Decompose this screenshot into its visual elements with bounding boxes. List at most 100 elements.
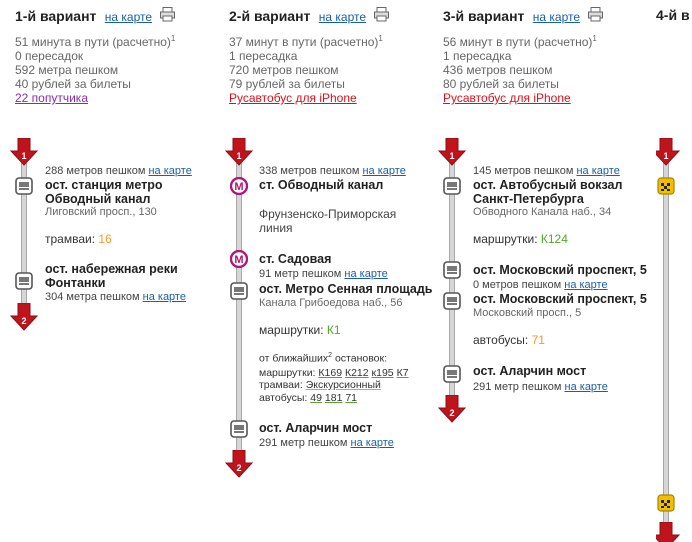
footnote-mark: 1 <box>592 34 597 43</box>
nearby-stops-title: от ближайших2 остановок: <box>259 349 387 366</box>
stop-name: ост. Метро Сенная площадь <box>259 282 433 296</box>
walk-text: 291 метр пешком <box>259 437 348 449</box>
stop-name: ост. Автобусный вокзал <box>473 178 623 192</box>
route-link[interactable]: К169 <box>318 367 343 379</box>
ticket-price: 40 рублей за билеты <box>15 77 131 91</box>
footnote-mark: 1 <box>170 34 176 43</box>
stop-address: Обводного Канала наб., 34 <box>473 206 612 218</box>
footnote-mark: 1 <box>378 34 383 43</box>
stop-address: Московский просп., 5 <box>473 307 582 319</box>
walk-segment: 145 метров пешком на карте <box>473 164 620 178</box>
walk-segment: 91 метр пешком на карте <box>259 267 388 281</box>
nearby-label: маршрутки: <box>259 367 316 379</box>
map-link[interactable]: на карте <box>564 381 608 393</box>
metro-station-name: ст. Садовая <box>259 252 332 266</box>
travel-time: 56 минут в пути (расчетно) <box>443 35 593 49</box>
walk-segment: 0 метров пешком на карте <box>473 278 608 292</box>
map-link[interactable]: на карте <box>532 10 581 24</box>
nearby-text: от ближайших <box>259 352 329 365</box>
variant-title: 1-й вариант <box>15 8 97 24</box>
nearby-text: остановок: <box>332 352 388 365</box>
nearby-tram-row: трамваи: Экскурсионный <box>259 378 381 392</box>
map-link[interactable]: на карте <box>318 10 367 24</box>
stop-name: ост. Аларчин мост <box>473 364 587 378</box>
walk-segment: 338 метров пешком на карте <box>259 164 406 178</box>
route-number[interactable]: 71 <box>531 333 545 347</box>
map-link[interactable]: на карте <box>148 165 192 177</box>
walk-segment: 288 метров пешком на карте <box>45 164 192 178</box>
printer-icon[interactable] <box>374 7 390 22</box>
map-link[interactable]: на карте <box>362 165 406 177</box>
transfers: 1 пересадка <box>443 49 512 63</box>
ticket-price: 80 рублей за билеты <box>443 77 559 91</box>
end-arrow-icon: 2 <box>225 450 253 478</box>
transport-label: маршрутки: <box>473 232 538 246</box>
stop-name: ост. Московский проспект, 5 <box>473 263 647 277</box>
map-link[interactable]: на карте <box>576 165 620 177</box>
transport-info: автобусы: 71 <box>473 333 545 347</box>
walk-distance: 720 метров пешком <box>229 63 339 77</box>
bus-stop-icon <box>443 365 461 383</box>
bus-stop-icon <box>230 282 248 300</box>
metro-line-name: Фрунзенско-Приморская <box>259 207 397 221</box>
metro-icon <box>230 177 248 195</box>
transport-info: трамваи: 16 <box>45 232 112 246</box>
stop-name: ост. Аларчин мост <box>259 421 373 435</box>
map-link[interactable]: на карте <box>344 268 388 280</box>
route-number[interactable]: К124 <box>540 232 568 246</box>
bus-stop-icon <box>15 272 33 290</box>
walk-text: 304 метра пешком <box>45 291 140 303</box>
taxi-icon <box>657 177 675 195</box>
route-link[interactable]: 49 <box>310 392 322 404</box>
printer-icon[interactable] <box>588 7 604 22</box>
stop-name: Обводный канал <box>45 192 151 206</box>
walk-distance: 436 метров пешком <box>443 63 553 77</box>
start-arrow-icon: 1 <box>225 138 253 166</box>
variant-1-column: 1-й вариант на карте 51 минута в пути (р… <box>10 0 215 542</box>
footnote-mark: 2 <box>328 352 333 359</box>
travel-time: 37 минут в пути (расчетно) <box>229 35 379 49</box>
walk-text: 0 метров пешком <box>473 279 562 291</box>
variant-4-header: 4-й в <box>656 7 690 23</box>
route-link[interactable]: к195 <box>371 367 394 379</box>
transport-label: автобусы: <box>473 333 529 347</box>
map-link[interactable]: на карте <box>104 10 153 24</box>
route-link[interactable]: Экскурсионный <box>305 379 381 391</box>
map-link[interactable]: на карте <box>564 279 608 291</box>
route-line <box>449 163 455 408</box>
walk-segment: 304 метра пешком на карте <box>45 290 186 304</box>
stop-address: Лиговский просп., 130 <box>45 206 157 218</box>
bus-stop-icon <box>443 261 461 279</box>
svg-text:1: 1 <box>236 151 241 161</box>
route-link[interactable]: К212 <box>344 367 369 379</box>
companions-link[interactable]: 22 попутчика <box>15 91 88 105</box>
nearby-label: автобусы: <box>259 392 308 404</box>
variant-title: 2-й вариант <box>229 8 311 24</box>
variant-3-column: 3-й вариант на карте 56 минут в пути (ра… <box>438 0 648 542</box>
route-line <box>663 163 669 542</box>
route-line <box>236 163 242 463</box>
start-arrow-icon: 1 <box>10 138 38 166</box>
variant-title: 4-й в <box>656 7 690 23</box>
end-arrow-icon: 2 <box>438 395 466 423</box>
route-number[interactable]: 16 <box>98 232 112 246</box>
taxi-icon <box>657 494 675 512</box>
route-link[interactable]: 181 <box>324 392 343 404</box>
transport-label: трамваи: <box>45 232 96 246</box>
printer-icon[interactable] <box>160 7 176 22</box>
transport-label: маршрутки: <box>259 323 324 337</box>
stop-name: ост. набережная реки <box>45 262 178 276</box>
stop-name: Санкт-Петербурга <box>473 192 584 206</box>
walk-text: 288 метров пешком <box>45 165 146 177</box>
map-link[interactable]: на карте <box>142 291 186 303</box>
iphone-app-link[interactable]: Русавтобус для iPhone <box>443 91 571 105</box>
nearby-label: трамваи: <box>259 379 303 391</box>
route-number[interactable]: К1 <box>326 323 341 337</box>
stop-name: Фонтанки <box>45 276 106 290</box>
bus-stop-icon <box>230 420 248 438</box>
route-link[interactable]: К7 <box>396 367 409 379</box>
bus-stop-icon <box>443 292 461 310</box>
route-link[interactable]: 71 <box>345 392 358 404</box>
map-link[interactable]: на карте <box>350 437 394 449</box>
iphone-app-link[interactable]: Русавтобус для iPhone <box>229 91 357 105</box>
